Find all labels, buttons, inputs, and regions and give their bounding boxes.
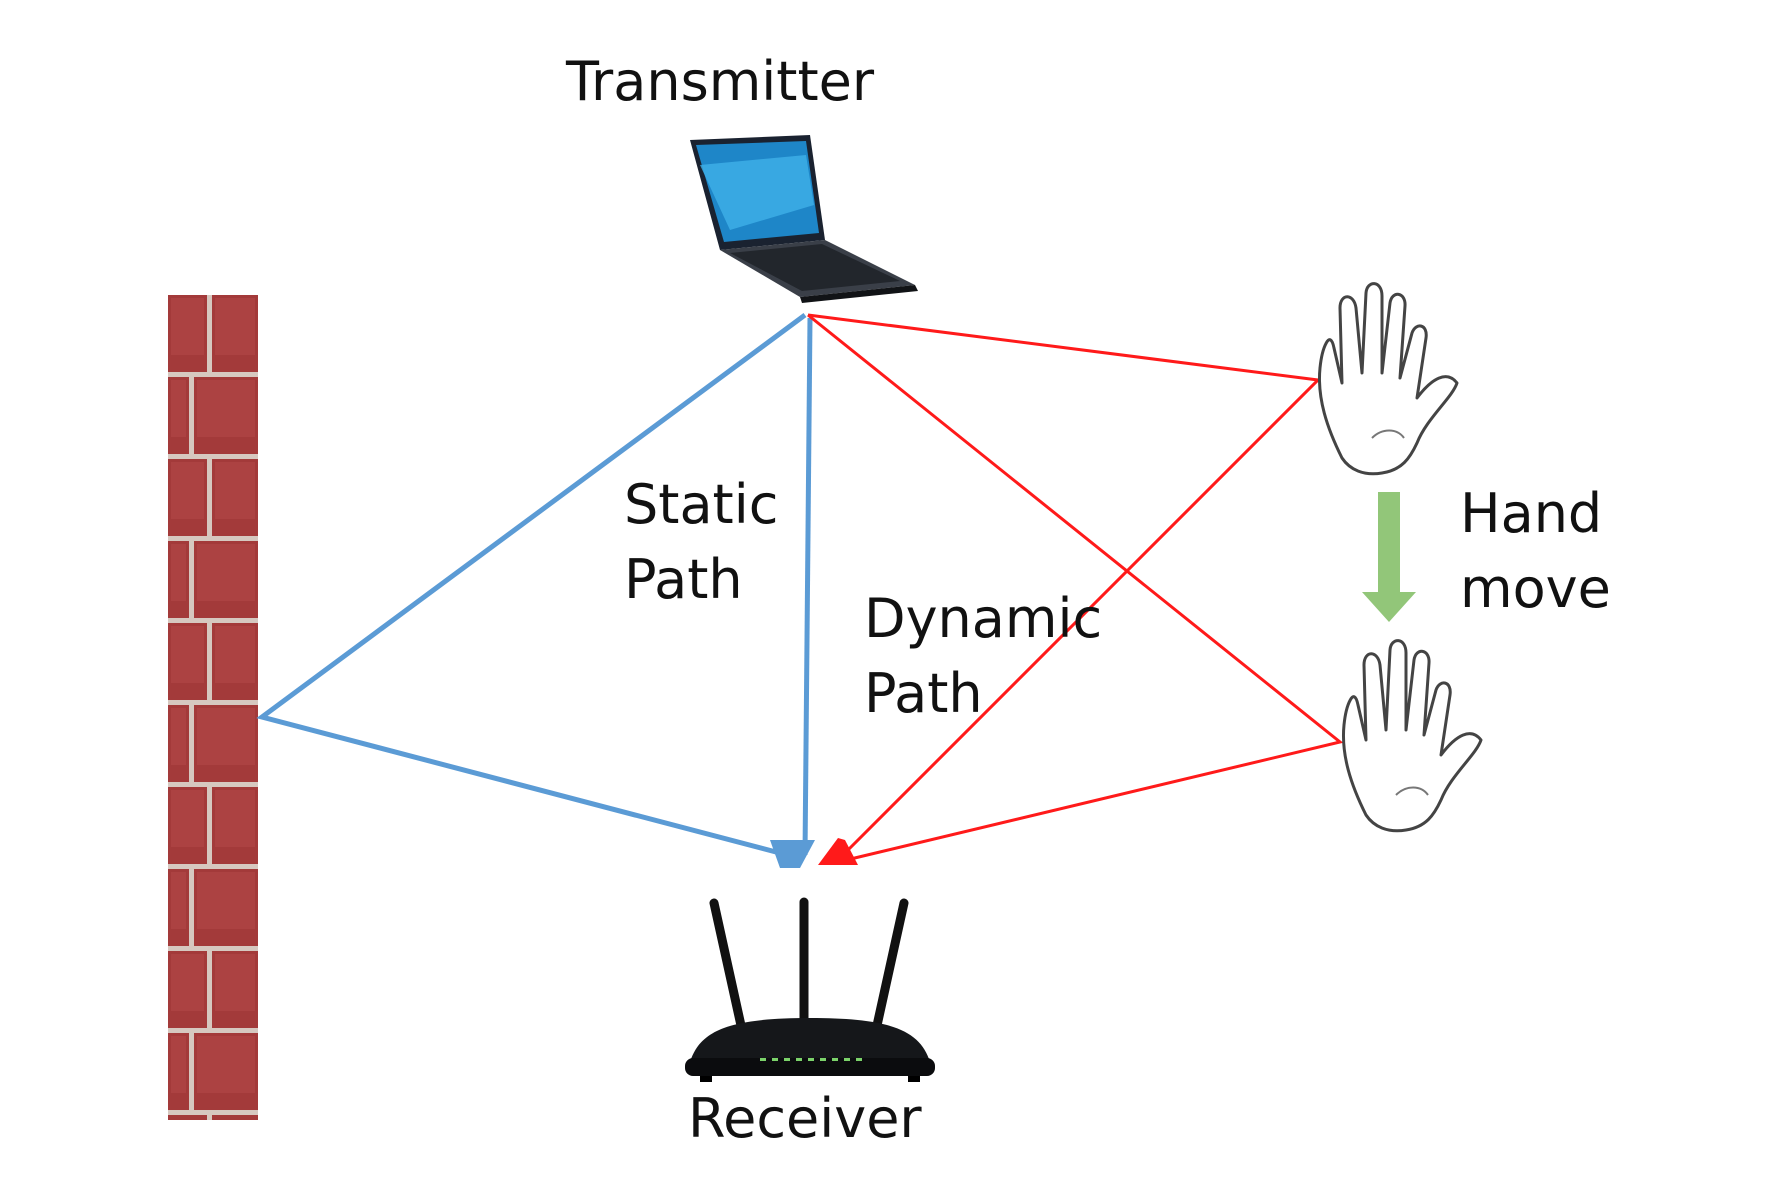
brick-highlight [197, 708, 255, 765]
static-path-label-line2: Path [624, 548, 743, 611]
hand-icon [1317, 282, 1459, 476]
static-path [256, 312, 815, 868]
brick-highlight [197, 1036, 255, 1093]
dynamic-path-label-line1: Dynamic [864, 587, 1103, 650]
brick-highlight [171, 954, 204, 1011]
brick-highlight [215, 790, 255, 847]
static-path-wall-reflection [256, 312, 807, 860]
laptop-icon [690, 135, 918, 303]
static-path-label-line1: Static [624, 473, 779, 536]
brick [168, 1115, 207, 1120]
brick-highlight [197, 380, 255, 437]
hand-move-label-line1: Hand [1460, 482, 1603, 545]
arrow-down-icon [1362, 492, 1416, 622]
brick-highlight [197, 872, 255, 929]
router-icon [685, 897, 935, 1082]
brick-highlight [171, 1036, 186, 1093]
transmitter-label: Transmitter [566, 50, 875, 113]
hand-move-label-line2: move [1460, 557, 1611, 620]
brick-highlight [197, 544, 255, 601]
brick-wall-icon [168, 295, 258, 1120]
dynamic-path [807, 313, 1344, 865]
brick-highlight [215, 626, 255, 683]
brick-highlight [215, 298, 255, 355]
brick-highlight [215, 954, 255, 1011]
brick-highlight [171, 298, 204, 355]
brick-highlight [171, 544, 186, 601]
brick [212, 1115, 258, 1120]
static-path-arrowhead [770, 840, 815, 868]
static-path-direct [802, 317, 813, 856]
brick-highlight [171, 626, 204, 683]
brick-highlight [171, 708, 186, 765]
dynamic-path-bottom-hand [807, 313, 1344, 864]
brick-highlight [171, 380, 186, 437]
dynamic-path-arrowhead [818, 838, 858, 865]
brick-highlight [215, 462, 255, 519]
brick-highlight [171, 462, 204, 519]
dynamic-path-top-hand [807, 313, 1322, 862]
brick-highlight [171, 872, 186, 929]
dynamic-path-label-line2: Path [864, 662, 983, 725]
brick-highlight [171, 790, 204, 847]
receiver-label: Receiver [688, 1087, 922, 1150]
hand-icon [1341, 639, 1483, 833]
